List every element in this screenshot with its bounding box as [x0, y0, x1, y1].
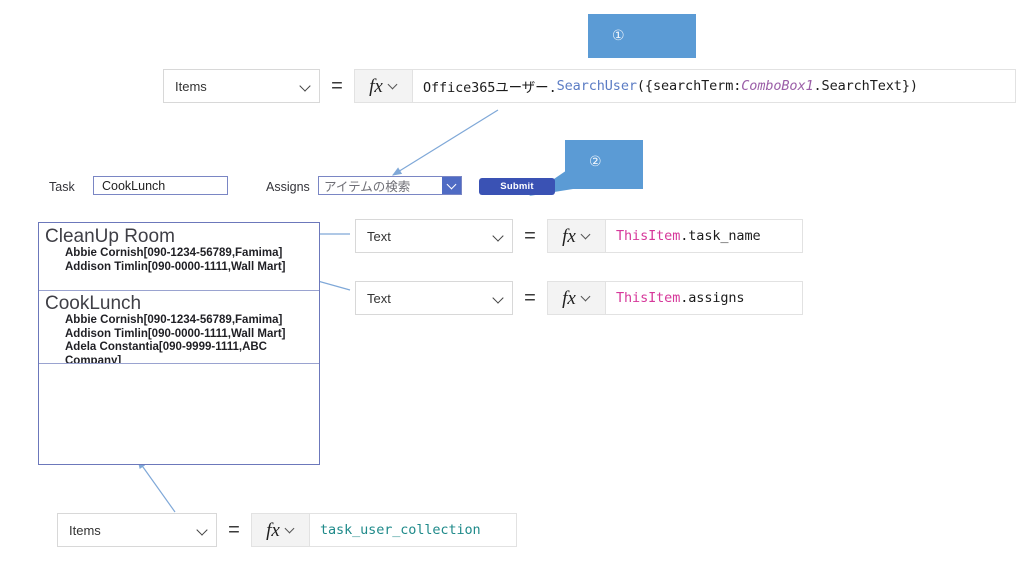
- task-gallery[interactable]: CleanUp Room Abbie Cornish[090-1234-5678…: [38, 222, 320, 465]
- formula-token-thisitem: ThisItem: [616, 228, 681, 244]
- property-bar-items-searchuser: Items = fx Office365ユーザー.SearchUser({sea…: [163, 69, 1016, 103]
- gallery-row-line-clipped: Company]: [65, 354, 122, 364]
- chevron-down-icon: [581, 293, 591, 303]
- fx-icon: fx: [562, 225, 576, 247]
- task-label: Task: [49, 180, 75, 194]
- gallery-row-line: Abbie Cornish[090-1234-56789,Famima]: [65, 247, 283, 259]
- formula-input-assigns[interactable]: ThisItem.assigns: [605, 281, 803, 315]
- gallery-row[interactable]: CleanUp Room Abbie Cornish[090-1234-5678…: [39, 223, 319, 291]
- fx-button[interactable]: fx: [251, 513, 309, 547]
- assigns-combobox[interactable]: アイテムの検索: [318, 176, 462, 195]
- chevron-down-icon: [197, 525, 208, 536]
- property-dropdown-text[interactable]: Text: [355, 219, 513, 253]
- property-dropdown-items[interactable]: Items: [57, 513, 217, 547]
- formula-token-function: SearchUser: [556, 78, 637, 94]
- fx-icon: fx: [562, 287, 576, 309]
- task-input[interactable]: CookLunch: [93, 176, 228, 195]
- property-bar-text-assigns: Text = fx ThisItem.assigns: [355, 281, 803, 315]
- callout-2-badge: ②: [565, 140, 643, 189]
- formula-token: Office365ユーザー.: [423, 80, 557, 96]
- callout-2-number: ②: [589, 153, 602, 169]
- formula-token: .assigns: [680, 290, 745, 306]
- chevron-down-icon: [493, 231, 504, 242]
- equals-sign: =: [228, 518, 240, 541]
- formula-token: .SearchText}): [813, 78, 918, 94]
- callout-1-number: ①: [612, 27, 625, 43]
- callout-1-badge: ①: [588, 14, 696, 58]
- property-dropdown-items[interactable]: Items: [163, 69, 320, 103]
- formula-input-collection[interactable]: task_user_collection: [309, 513, 517, 547]
- fx-button[interactable]: fx: [547, 219, 605, 253]
- formula-token-thisitem: ThisItem: [616, 290, 681, 306]
- gallery-row-title: CleanUp Room: [45, 226, 175, 247]
- gallery-row-line: Addison Timlin[090-0000-1111,Wall Mart]: [65, 260, 286, 273]
- gallery-row-line: Adela Constantia[090-9999-1111,ABC: [65, 341, 267, 353]
- gallery-row[interactable]: CookLunch Abbie Cornish[090-1234-56789,F…: [39, 291, 319, 364]
- gallery-row-empty[interactable]: [39, 364, 319, 464]
- formula-token: .task_name: [680, 228, 761, 244]
- chevron-down-icon: [300, 81, 311, 92]
- property-dropdown-label: Items: [175, 78, 207, 94]
- property-bar-items-collection: Items = fx task_user_collection: [57, 513, 517, 547]
- fx-button[interactable]: fx: [547, 281, 605, 315]
- formula-token-control: ComboBox1: [741, 78, 814, 94]
- chevron-down-icon: [581, 231, 591, 241]
- formula-token: ({searchTerm:: [636, 78, 742, 94]
- equals-sign: =: [331, 74, 343, 97]
- equals-sign: =: [524, 224, 536, 247]
- gallery-row-title: CookLunch: [45, 293, 142, 314]
- fx-button[interactable]: fx: [354, 69, 412, 103]
- property-dropdown-label: Text: [367, 290, 391, 306]
- chevron-down-icon[interactable]: [442, 177, 461, 194]
- submit-button[interactable]: Submit: [479, 178, 555, 195]
- property-bar-text-task-name: Text = fx ThisItem.task_name: [355, 219, 803, 253]
- property-dropdown-label: Text: [367, 228, 391, 244]
- assigns-label: Assigns: [266, 180, 310, 194]
- chevron-down-icon: [285, 525, 295, 535]
- chevron-down-icon: [493, 293, 504, 304]
- property-dropdown-label: Items: [69, 522, 101, 538]
- property-dropdown-text[interactable]: Text: [355, 281, 513, 315]
- gallery-row-line: Abbie Cornish[090-1234-56789,Famima]: [65, 314, 283, 326]
- formula-token-collection: task_user_collection: [320, 522, 481, 538]
- fx-icon: fx: [369, 75, 383, 97]
- formula-input-task-name[interactable]: ThisItem.task_name: [605, 219, 803, 253]
- equals-sign: =: [524, 286, 536, 309]
- fx-icon: fx: [266, 519, 280, 541]
- formula-input-searchuser[interactable]: Office365ユーザー.SearchUser({searchTerm:Com…: [412, 69, 1016, 103]
- gallery-row-line: Addison Timlin[090-0000-1111,Wall Mart]: [65, 327, 286, 340]
- chevron-down-icon: [388, 81, 398, 91]
- assigns-combobox-value: アイテムの検索: [324, 180, 411, 194]
